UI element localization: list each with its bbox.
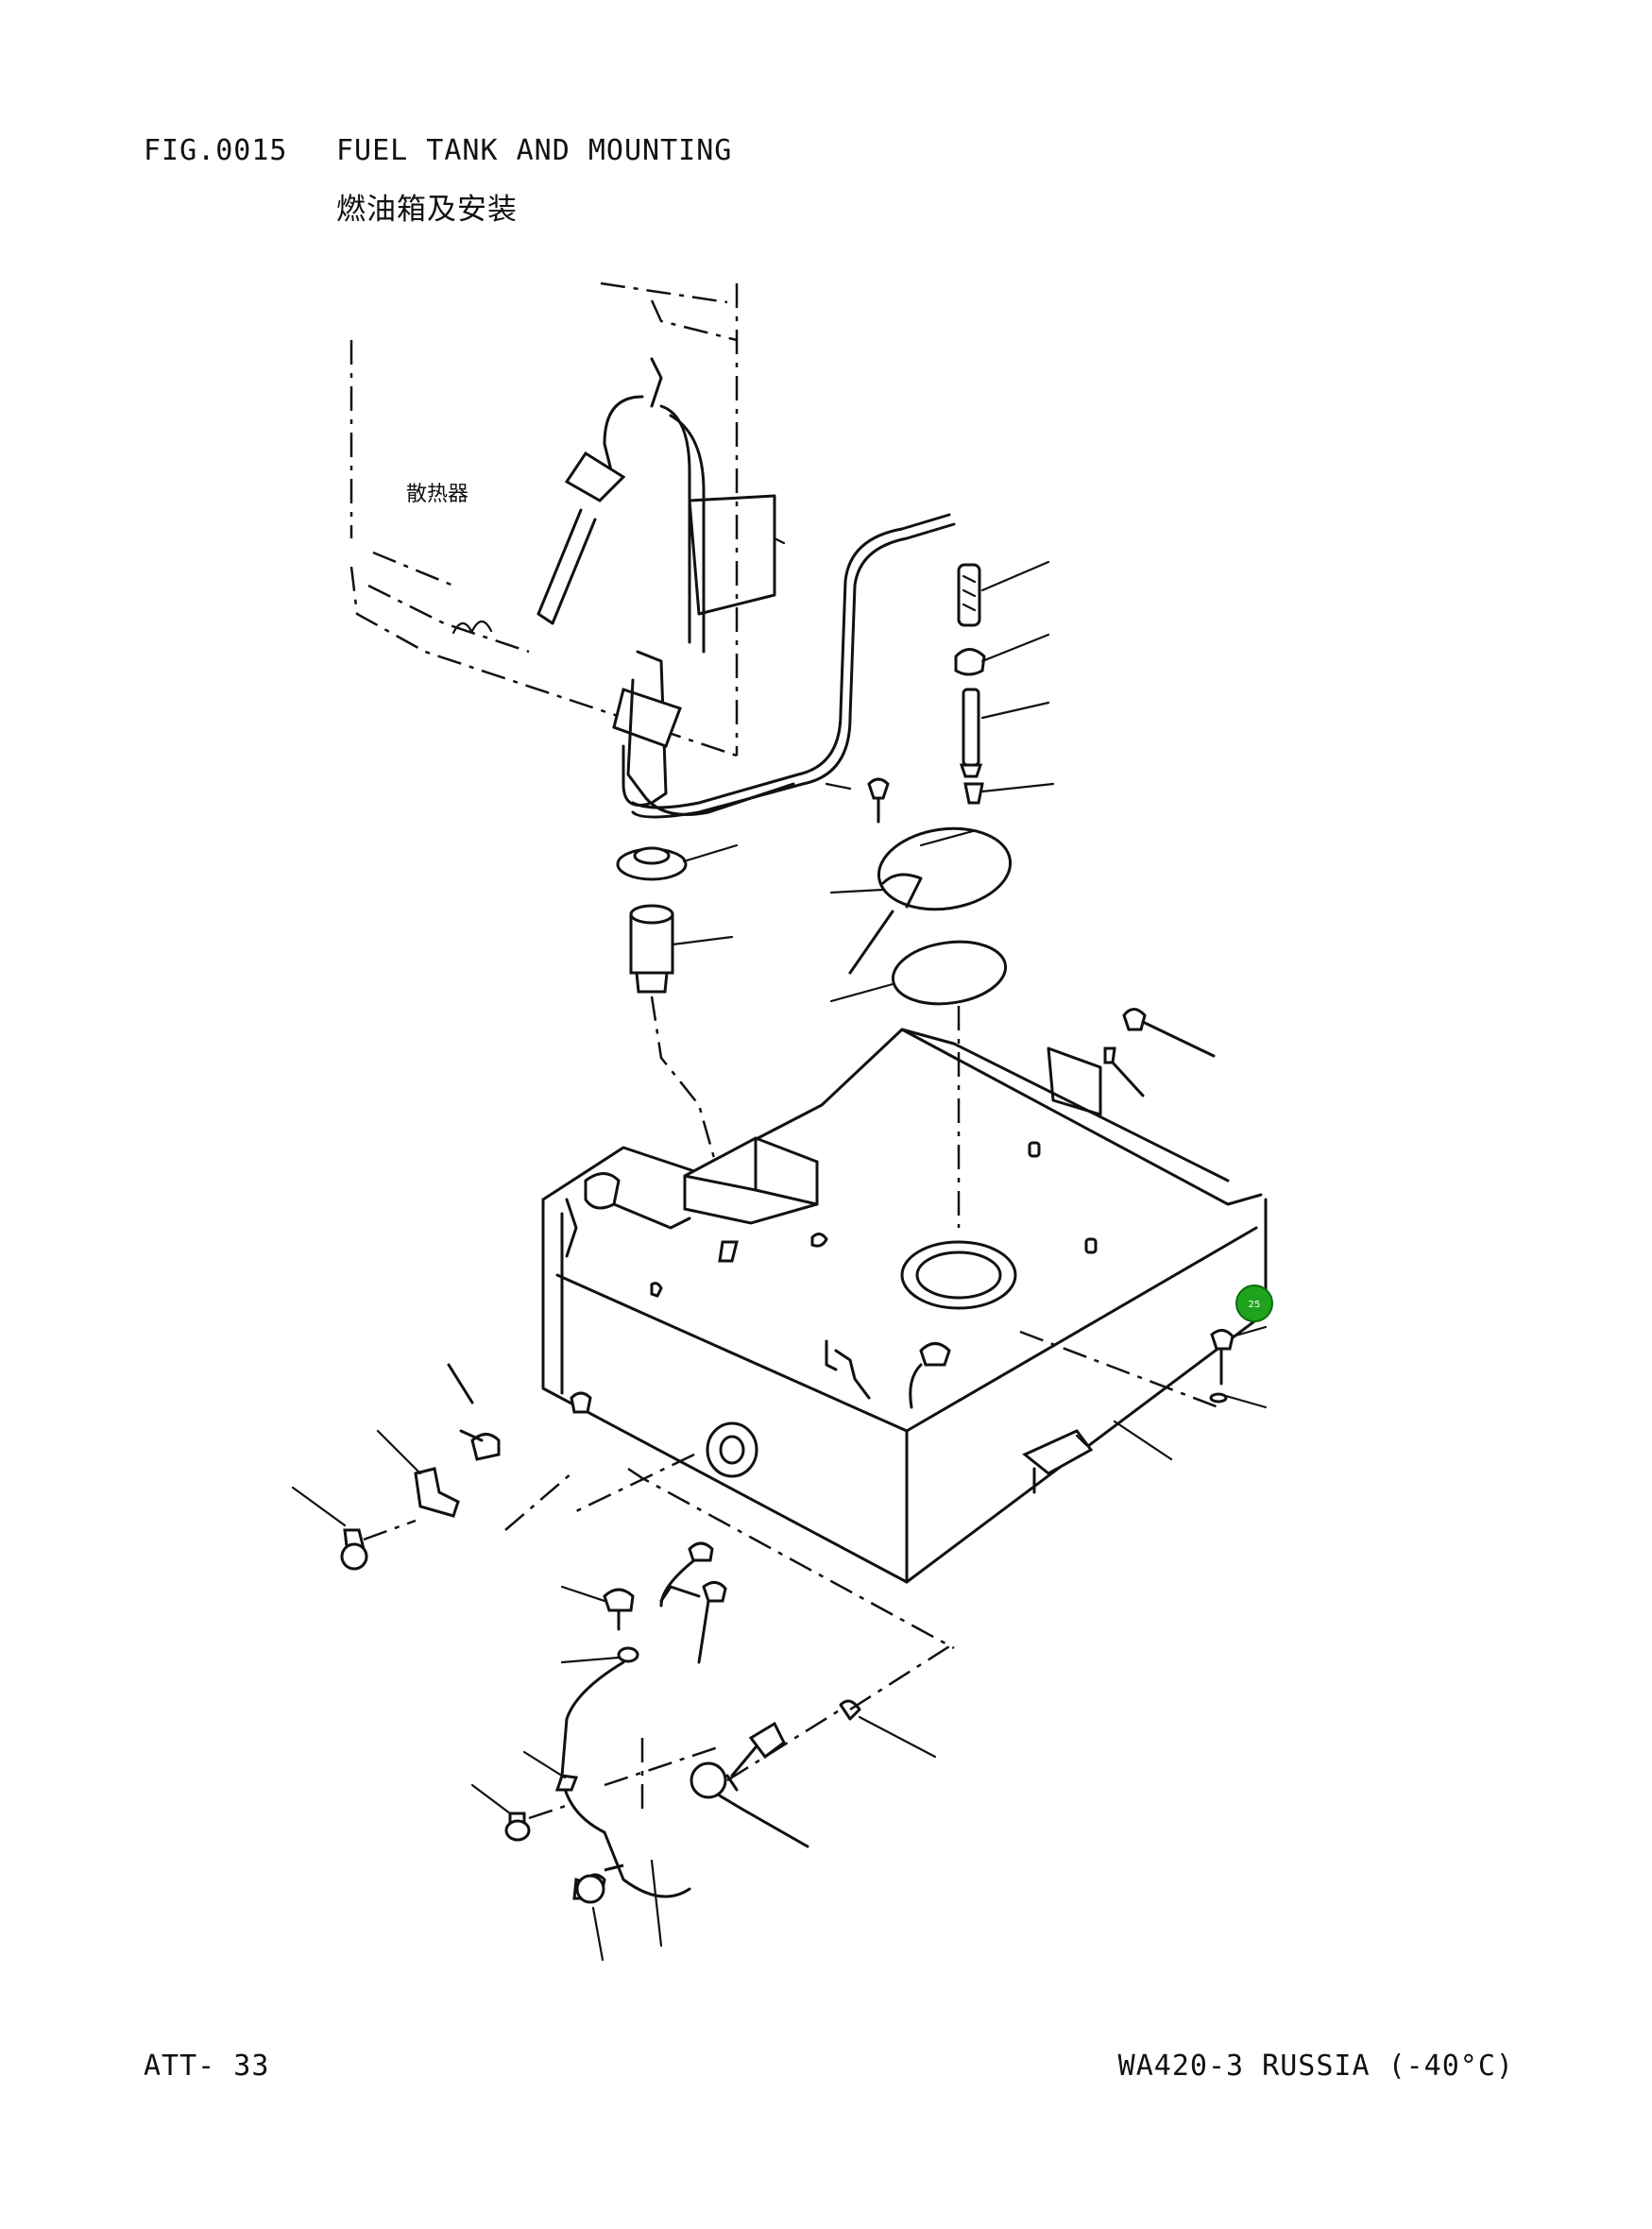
fuel-tank-body [541,1028,1268,1584]
vent-parts-stack [954,560,1055,805]
radiator-label: 散热器 [406,483,468,506]
tank-right-fasteners [1075,1008,1268,1461]
radiator-hoses [536,357,795,816]
tank-left-fasteners [291,1363,501,1571]
radiator-outline: 散热器 [349,281,786,757]
filler-cap-assembly [616,843,739,1172]
cover-plate-assembly [825,777,1013,1228]
figure-number: FIG.0015 [144,134,288,167]
tank-guide-lines [504,1330,1219,1650]
model-label: WA420-3 RUSSIA (-40°C) [1117,2050,1514,2083]
figure-title-chinese: 燃油箱及安装 [336,193,518,227]
fuel-return-line [631,513,956,819]
page-number: ATT- 33 [144,2050,270,2083]
lower-front-bracket [470,1541,955,1962]
figure-title: FUEL TANK AND MOUNTING [336,134,733,167]
callout-25-label: 25 [1249,1300,1261,1310]
callout-25[interactable]: 25 [1235,1285,1273,1322]
